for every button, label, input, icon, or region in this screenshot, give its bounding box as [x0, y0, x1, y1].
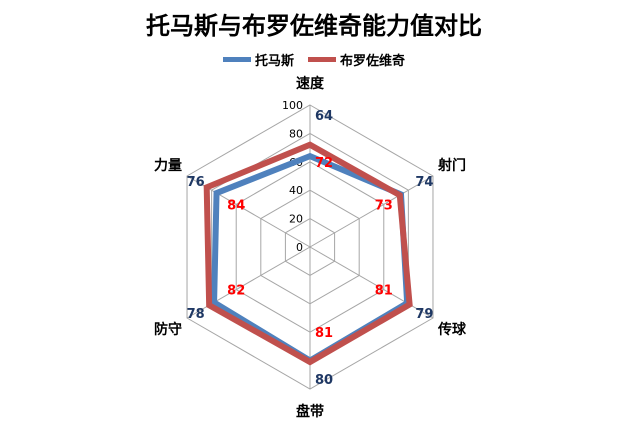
- series-line-0: [211, 152, 411, 365]
- data-label: 81: [375, 284, 393, 299]
- legend-label: 布罗佐维奇: [340, 54, 406, 69]
- data-label: 73: [375, 198, 393, 213]
- data-label: 79: [415, 307, 433, 322]
- legend-swatch: [308, 57, 336, 62]
- legend-item-0: 托马斯: [222, 50, 294, 69]
- data-label: 74: [415, 175, 433, 190]
- tick-label: 80: [289, 127, 303, 140]
- chart-title: 托马斯与布罗佐维奇能力值对比: [146, 12, 482, 40]
- tick-label: 20: [289, 213, 303, 226]
- axis-label: 防守: [154, 321, 182, 338]
- data-label: 81: [315, 326, 333, 341]
- axis-label: 力量: [154, 157, 182, 174]
- data-label: 64: [315, 109, 333, 124]
- legend-swatch: [222, 57, 251, 62]
- tick-label: 100: [282, 99, 303, 112]
- tick-label: 0: [296, 241, 303, 254]
- axis-label: 传球: [437, 321, 467, 338]
- legend-item-1: 布罗佐维奇: [308, 50, 405, 69]
- legend: 托马斯 布罗佐维奇: [0, 50, 628, 69]
- series-line-1: [203, 141, 413, 366]
- data-label: 82: [227, 284, 245, 299]
- data-label: 78: [187, 307, 205, 322]
- axis-label: 射门: [437, 157, 466, 174]
- axis-label: 盘带: [296, 403, 324, 420]
- data-label: 72: [315, 156, 333, 171]
- data-label: 76: [187, 175, 205, 190]
- axis-label: 速度: [296, 75, 325, 92]
- tick-label: 40: [289, 184, 303, 197]
- data-label: 84: [227, 198, 245, 213]
- legend-label: 托马斯: [254, 54, 294, 69]
- axis-spoke: [309, 175, 434, 248]
- data-label: 80: [315, 373, 333, 388]
